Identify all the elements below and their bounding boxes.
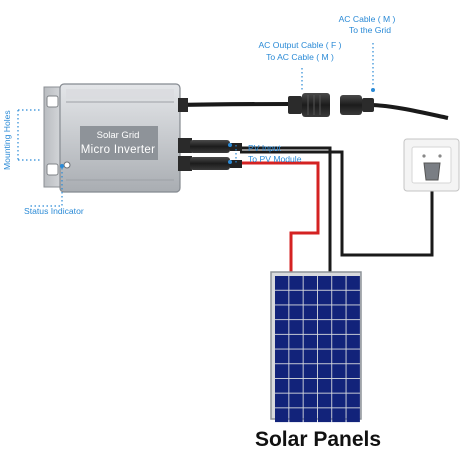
- ac-output-cable: [179, 102, 291, 107]
- solar-cell: [289, 305, 303, 320]
- label-ac-cable-male: AC Cable ( M ): [339, 14, 396, 24]
- solar-cell: [275, 378, 289, 393]
- solar-cell: [289, 334, 303, 349]
- solar-cell: [317, 378, 332, 393]
- solar-panel: [270, 271, 362, 423]
- outlet-to-panel-wire: [240, 150, 434, 257]
- solar-cell: [303, 364, 317, 378]
- solar-cell: [332, 364, 346, 378]
- label-mounting-holes: Mounting Holes: [2, 110, 12, 170]
- power-plug-icon: [423, 162, 441, 181]
- negative-wire: [240, 146, 332, 272]
- solar-cell: [346, 334, 360, 349]
- solar-cell: [346, 349, 360, 364]
- solar-cell: [346, 290, 360, 305]
- solar-cell: [332, 305, 346, 320]
- callout-dot-pv-positive: [228, 160, 232, 164]
- solar-cell: [332, 276, 346, 290]
- solar-cell: [303, 290, 317, 305]
- solar-cell: [275, 349, 289, 364]
- solar-cell: [275, 364, 289, 378]
- solar-cell: [303, 408, 317, 423]
- label-ac-output-cable: AC Output Cable ( F ): [258, 40, 341, 50]
- solar-cell: [289, 393, 303, 408]
- label-pv-input: PV Input: [248, 143, 282, 153]
- solar-cell: [332, 393, 346, 408]
- solar-cell: [303, 393, 317, 408]
- solar-cell: [346, 276, 360, 290]
- callout-dot-pv-negative: [228, 143, 232, 147]
- label-to-pv-module: To PV Module: [248, 154, 302, 164]
- solar-cell: [303, 276, 317, 290]
- solar-cell: [317, 349, 332, 364]
- micro-inverter: Solar Grid Micro Inverter: [43, 83, 192, 193]
- solar-cell: [317, 290, 332, 305]
- callout-line-mounting-holes: [17, 109, 42, 161]
- solar-cell: [317, 276, 332, 290]
- solar-cell: [346, 364, 360, 378]
- solar-cell: [289, 290, 303, 305]
- solar-cell: [317, 334, 332, 349]
- positive-wire: [240, 161, 320, 272]
- grid-cable: [371, 103, 449, 120]
- solar-cell: [303, 320, 317, 334]
- ac-connector-female: [288, 93, 330, 117]
- pv-connector-positive: [190, 157, 242, 170]
- pv-connector-negative: [190, 140, 242, 153]
- solar-cell: [346, 305, 360, 320]
- solar-cell: [332, 349, 346, 364]
- mounting-hole-bottom: [46, 163, 59, 176]
- solar-cell: [332, 290, 346, 305]
- solar-cell: [289, 320, 303, 334]
- solar-cell: [275, 305, 289, 320]
- solar-cell: [317, 393, 332, 408]
- solar-cell: [289, 378, 303, 393]
- solar-cell: [346, 393, 360, 408]
- solar-cell: [275, 334, 289, 349]
- solar-cell: [317, 408, 332, 423]
- callout-dot-status: [60, 164, 64, 168]
- solar-cell: [303, 305, 317, 320]
- solar-cell: [317, 320, 332, 334]
- inverter-brand-text: Solar Grid: [97, 130, 140, 141]
- solar-cell: [346, 408, 360, 423]
- inverter-label-plate: [80, 126, 158, 160]
- wall-outlet: [403, 138, 460, 192]
- solar-cell: [332, 378, 346, 393]
- solar-cell: [317, 364, 332, 378]
- solar-cell: [289, 364, 303, 378]
- solar-cell: [346, 320, 360, 334]
- solar-cell: [289, 408, 303, 423]
- solar-cell: [275, 320, 289, 334]
- label-status-indicator: Status Indicator: [24, 206, 84, 216]
- solar-cell: [303, 378, 317, 393]
- solar-cell: [346, 378, 360, 393]
- solar-cell: [275, 393, 289, 408]
- solar-cell: [289, 276, 303, 290]
- inverter-model-text: Micro Inverter: [81, 144, 156, 156]
- ac-connector-male: [340, 95, 374, 115]
- callout-line-status-indicator: [28, 168, 63, 207]
- label-to-ac-cable: To AC Cable ( M ): [266, 52, 334, 62]
- solar-cell: [332, 408, 346, 423]
- label-to-the-grid: To the Grid: [349, 25, 391, 35]
- caption-solar-panels: Solar Panels: [255, 428, 381, 451]
- solar-cell: [317, 305, 332, 320]
- solar-cell: [332, 320, 346, 334]
- callout-dot-ac-male: [371, 88, 375, 92]
- solar-cell: [275, 290, 289, 305]
- solar-cell: [275, 276, 289, 290]
- status-indicator-led: [63, 161, 71, 169]
- solar-cell: [289, 349, 303, 364]
- solar-cell: [332, 334, 346, 349]
- solar-cell: [275, 408, 289, 423]
- solar-cell: [303, 334, 317, 349]
- mounting-hole-top: [46, 95, 59, 108]
- solar-cell: [303, 349, 317, 364]
